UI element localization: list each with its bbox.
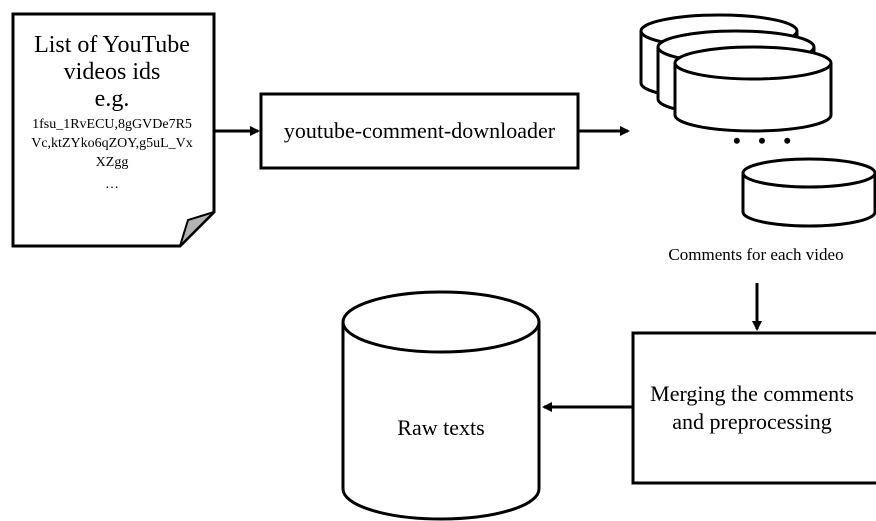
comment-cylinder-last bbox=[741, 157, 876, 228]
video-ids-line3: XZgg bbox=[96, 155, 129, 170]
comment-cylinder-3 bbox=[673, 45, 833, 133]
document-title-line2: videos ids bbox=[64, 59, 161, 85]
processing-line2: and preprocessing bbox=[672, 409, 831, 434]
comments-cylinders: • • • Comments for each video bbox=[639, 13, 876, 264]
raw-texts-label: Raw texts bbox=[397, 415, 484, 440]
video-ids-document: List of YouTube videos ids e.g. 1fsu_1Rv… bbox=[11, 12, 216, 248]
comments-caption: Comments for each video bbox=[668, 245, 843, 264]
comments-ellipsis: • • • bbox=[733, 128, 797, 153]
processing-line1: Merging the comments bbox=[650, 381, 854, 406]
example-label: e.g. bbox=[95, 86, 130, 112]
video-ids-line1: 1fsu_1RvECU,8gGVDe7R5 bbox=[32, 117, 192, 132]
downloader-label: youtube-comment-downloader bbox=[284, 118, 556, 143]
document-fold bbox=[179, 211, 215, 247]
raw-texts-cylinder: Raw texts bbox=[341, 290, 541, 521]
processing-box: Merging the comments and preprocessing bbox=[631, 331, 876, 485]
downloader-box: youtube-comment-downloader bbox=[259, 92, 580, 170]
video-ids-line2: Vc,ktZYko6qZOY,g5uL_Vx bbox=[31, 136, 193, 151]
document-ellipsis: … bbox=[105, 177, 119, 192]
document-title-line1: List of YouTube bbox=[34, 32, 190, 58]
